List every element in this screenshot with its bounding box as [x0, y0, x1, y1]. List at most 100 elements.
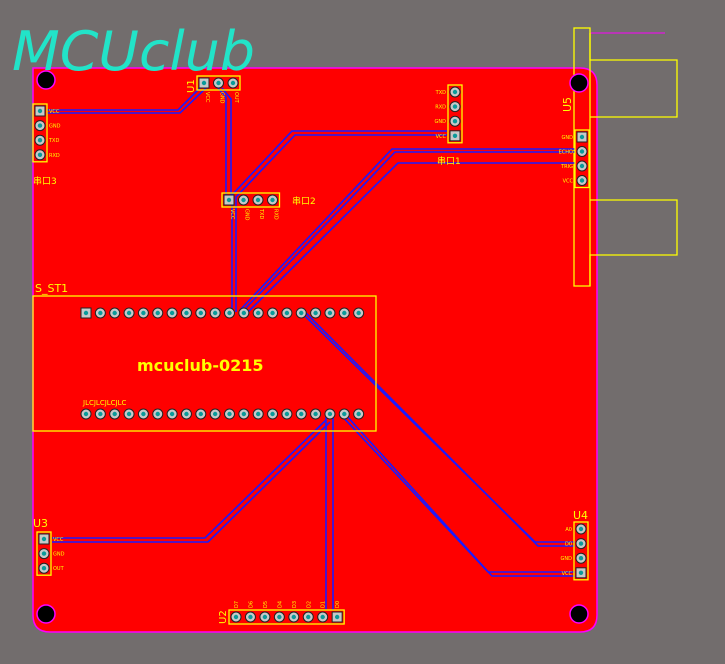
- drill: [169, 411, 175, 417]
- mounting-holes: [36, 70, 589, 624]
- drill: [578, 556, 584, 561]
- s-st1-designator: S_ST1: [35, 282, 68, 295]
- drill: [41, 566, 47, 571]
- pin-label: TXD: [258, 208, 264, 219]
- uart1-outline: [447, 84, 463, 144]
- pin-label: A0: [565, 527, 572, 533]
- drill: [579, 134, 585, 140]
- drill: [270, 411, 275, 417]
- jlc-label: JLCJLCJLCJLC: [82, 399, 127, 407]
- pin-label: VCC: [562, 571, 573, 577]
- drill: [141, 310, 146, 316]
- drill: [216, 80, 221, 86]
- uart2-header: VCC GND TXD RXD: [221, 192, 281, 221]
- drill: [41, 551, 47, 556]
- drill: [233, 614, 239, 620]
- drill: [83, 411, 89, 417]
- pin-label: VCC: [53, 537, 64, 543]
- drill: [578, 541, 584, 546]
- drill: [201, 80, 207, 86]
- drill: [342, 310, 347, 316]
- drill: [255, 197, 261, 203]
- pin-label: D6: [248, 601, 254, 608]
- pin-label: D0: [565, 542, 572, 548]
- drill: [227, 310, 232, 316]
- u5-designator: U5: [561, 97, 574, 112]
- drill: [452, 119, 458, 124]
- drill: [579, 163, 585, 169]
- drill: [284, 411, 290, 417]
- drill: [262, 614, 268, 620]
- u5-outline: [574, 129, 590, 189]
- drill: [241, 310, 247, 316]
- drill: [98, 411, 103, 417]
- drill: [356, 310, 361, 316]
- pin-label: GND: [49, 124, 61, 130]
- drill: [37, 108, 43, 114]
- drill: [248, 614, 253, 620]
- u4-designator: U4: [573, 509, 588, 522]
- drill: [320, 614, 325, 620]
- drill: [277, 614, 282, 620]
- drill: [98, 310, 103, 316]
- pin-label: VCC: [204, 92, 210, 103]
- drill: [184, 310, 189, 316]
- drill: [112, 310, 117, 316]
- pin-label: D3: [292, 601, 298, 608]
- pin-label: D5: [263, 601, 269, 608]
- drill: [198, 310, 203, 316]
- traces: [47, 85, 575, 610]
- drill: [291, 614, 296, 620]
- u3-designator: U3: [33, 517, 48, 530]
- drill: [356, 411, 361, 417]
- board-outline: [32, 67, 598, 633]
- u1-outline: [196, 75, 241, 91]
- drill: [334, 614, 340, 620]
- drill: [155, 310, 160, 316]
- drill: [169, 310, 175, 316]
- drill: [226, 197, 232, 203]
- drill: [241, 411, 247, 417]
- drill: [126, 310, 132, 316]
- drill: [212, 411, 218, 417]
- drill: [37, 138, 43, 143]
- pin-label: D1: [321, 601, 327, 608]
- drill: [579, 178, 585, 183]
- pin-label: RXD: [273, 209, 279, 220]
- pin-label: RXD: [435, 105, 446, 111]
- drill: [256, 411, 261, 417]
- drill: [579, 149, 585, 154]
- pin-label: OUT: [53, 566, 65, 572]
- u2-designator: U2: [218, 610, 229, 624]
- drill: [327, 411, 333, 417]
- pin-label: GND: [53, 552, 65, 558]
- pin-label: TRIG: [560, 164, 573, 170]
- drill: [342, 411, 347, 417]
- drill: [578, 570, 584, 575]
- pin-label: GND: [244, 209, 250, 221]
- pin-label: GND: [562, 135, 574, 141]
- pin-label: GND: [561, 556, 573, 562]
- pin-label: VCC: [229, 209, 235, 220]
- pin-label: D4: [277, 601, 283, 608]
- drill: [313, 310, 318, 316]
- drill: [578, 526, 584, 532]
- uart2-outline: [221, 192, 281, 208]
- s-st1-outline: [32, 295, 377, 432]
- pin-label: D7: [234, 601, 240, 608]
- drill: [155, 411, 160, 417]
- drill: [230, 80, 236, 86]
- drill: [141, 411, 146, 417]
- mounting-hole: [36, 70, 56, 90]
- u3-outline: [36, 531, 52, 576]
- pin-label: OUT: [233, 92, 239, 104]
- pin-label: TXD: [48, 138, 59, 144]
